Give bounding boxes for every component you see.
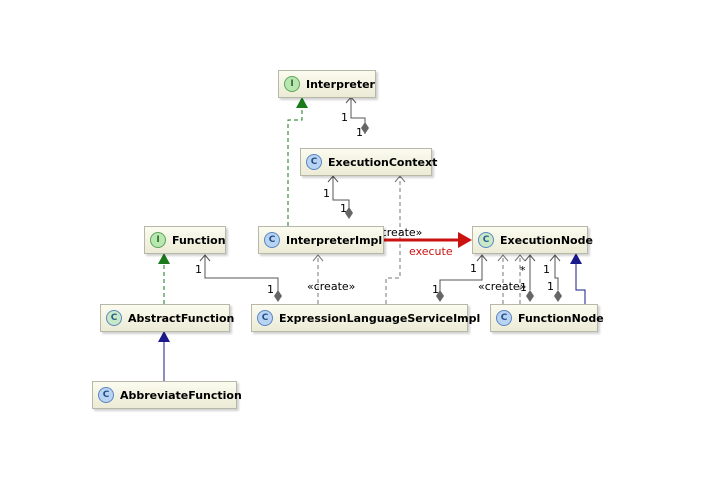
mult-interpreter-1: 1 — [341, 111, 348, 124]
interface-icon: I — [284, 76, 300, 92]
create-label-functionnode-executionnode: «create» — [478, 280, 526, 293]
node-function[interactable]: I Function — [144, 226, 226, 254]
node-label: InterpreterImpl — [286, 233, 383, 247]
mult-executioncontext-1b: 1 — [323, 187, 330, 200]
edge-interpreterimpl-implements-interpreter — [287, 97, 308, 226]
node-interpreter-impl[interactable]: C InterpreterImpl — [258, 226, 384, 254]
edge-functionnode-composes-executionnode-many — [524, 254, 536, 302]
edge-elsi-composes-executionnode — [436, 254, 488, 302]
node-label: ExecutionContext — [328, 155, 438, 169]
node-abstract-function[interactable]: C AbstractFunction — [100, 304, 234, 332]
node-expression-language-service-impl[interactable]: C ExpressionLanguageServiceImpl — [251, 304, 480, 332]
abstract-class-icon: C — [478, 232, 494, 248]
mult-executionnode-1b: 1 — [543, 263, 550, 276]
node-function-node[interactable]: C FunctionNode — [490, 304, 604, 332]
edge-elsi-creates-interpreterimpl — [312, 254, 324, 304]
node-label: ExecutionNode — [500, 233, 593, 247]
edge-elsi-uses-executioncontext — [385, 175, 406, 304]
execute-label: execute — [409, 245, 453, 258]
edge-abstractfunction-implements-function — [158, 253, 170, 304]
mult-functionnode-1a: 1 — [520, 281, 527, 294]
edge-abbreviatefunction-extends-abstractfunction — [158, 331, 170, 381]
node-execution-node[interactable]: C ExecutionNode — [472, 226, 593, 254]
node-label: AbbreviateFunction — [120, 388, 242, 402]
mult-executionnode-many: * — [520, 264, 526, 277]
create-label-interpreterimpl-executionnode: «create» — [374, 226, 422, 239]
mult-interpreterimpl-1: 1 — [340, 202, 347, 215]
edge-interpreterimpl-composes-executioncontext — [327, 175, 353, 219]
node-label: FunctionNode — [518, 311, 604, 325]
class-icon: C — [264, 232, 280, 248]
mult-executionnode-1a: 1 — [470, 262, 477, 275]
mult-functionnode-1b: 1 — [547, 280, 554, 293]
node-abbreviate-function[interactable]: C AbbreviateFunction — [92, 381, 242, 409]
node-execution-context[interactable]: C ExecutionContext — [300, 148, 437, 176]
mult-elsi-1: 1 — [267, 283, 274, 296]
node-label: AbstractFunction — [128, 311, 235, 325]
node-label: Function — [172, 233, 226, 247]
class-icon: C — [496, 310, 512, 326]
interface-icon: I — [150, 232, 166, 248]
mult-executioncontext-1a: 1 — [356, 126, 363, 139]
node-label: ExpressionLanguageServiceImpl — [279, 311, 481, 325]
edge-functionnode-composes-executionnode-one — [549, 254, 562, 302]
class-icon: C — [257, 310, 273, 326]
create-label-elsi-interpreterimpl: «create» — [307, 280, 355, 293]
abstract-class-icon: C — [106, 310, 122, 326]
edge-functionnode-creates-executionnode — [497, 254, 526, 304]
node-label: Interpreter — [306, 77, 375, 91]
edge-functionnode-extends-executionnode — [570, 253, 586, 304]
class-icon: C — [306, 154, 322, 170]
node-interpreter[interactable]: I Interpreter — [278, 70, 376, 98]
edge-interpreterimpl-executes-executionnode — [384, 232, 472, 248]
edge-elsi-composes-function — [199, 254, 282, 302]
mult-function-1: 1 — [195, 263, 202, 276]
mult-elsi-1b: 1 — [432, 283, 439, 296]
class-icon: C — [98, 387, 114, 403]
